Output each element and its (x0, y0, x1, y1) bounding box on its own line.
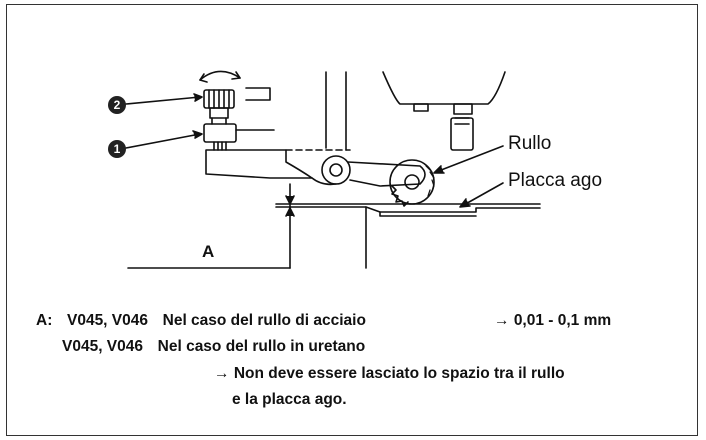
needle-plate (365, 206, 541, 269)
note-line2-models: V045, V046 (62, 338, 144, 355)
rotation-arrow (199, 70, 241, 81)
leader-2 (125, 96, 201, 105)
presser-holder (205, 149, 313, 179)
callout-part-2-badge: 2 (108, 96, 126, 114)
note-line1-models: V045, V046 (66, 312, 148, 329)
note-line-4: e la placca ago. (232, 391, 347, 408)
note-line1-condition: Nel caso del rullo di acciaio (162, 312, 366, 329)
nut-1 (203, 123, 237, 143)
note-line2-condition: Nel caso del rullo in uretano (157, 338, 366, 355)
figure-frame (6, 4, 698, 436)
presser-bar (325, 71, 347, 151)
upper-bracket (245, 87, 271, 101)
leader-1 (125, 133, 201, 149)
note-line-3: → Non deve essere lasciato lo spazio tra… (214, 365, 565, 383)
dimension-a-label: A (202, 242, 215, 261)
arrow-icon: → (494, 312, 510, 329)
machine-head (382, 71, 506, 105)
head-block-right (453, 103, 473, 115)
lever-arm (347, 161, 426, 187)
arrow-icon: → (214, 365, 230, 382)
head-block-left (413, 103, 429, 112)
pivot-outer (321, 155, 351, 185)
note-line-1: A: V045, V046 Nel caso del rullo di acci… (36, 312, 366, 330)
callout-placca-ago-label: Placca ago (508, 170, 603, 191)
callout-rullo-label: Rullo (508, 133, 552, 154)
needle-clamp (450, 117, 474, 151)
roller-teeth (391, 185, 409, 207)
note-prefix: A: (36, 312, 53, 329)
note-line3-text: Non deve essere lasciato lo spazio tra i… (233, 365, 565, 382)
callout-part-1-badge: 1 (108, 140, 126, 158)
leader-placca (461, 182, 504, 207)
note-line1-value: 0,01 - 0,1 mm (513, 312, 612, 329)
leader-rullo (435, 145, 504, 173)
note-line-2: V045, V046 Nel caso del rullo in uretano (62, 338, 365, 356)
pivot-inner (329, 163, 343, 177)
note-line-1-value: → 0,01 - 0,1 mm (494, 312, 611, 330)
